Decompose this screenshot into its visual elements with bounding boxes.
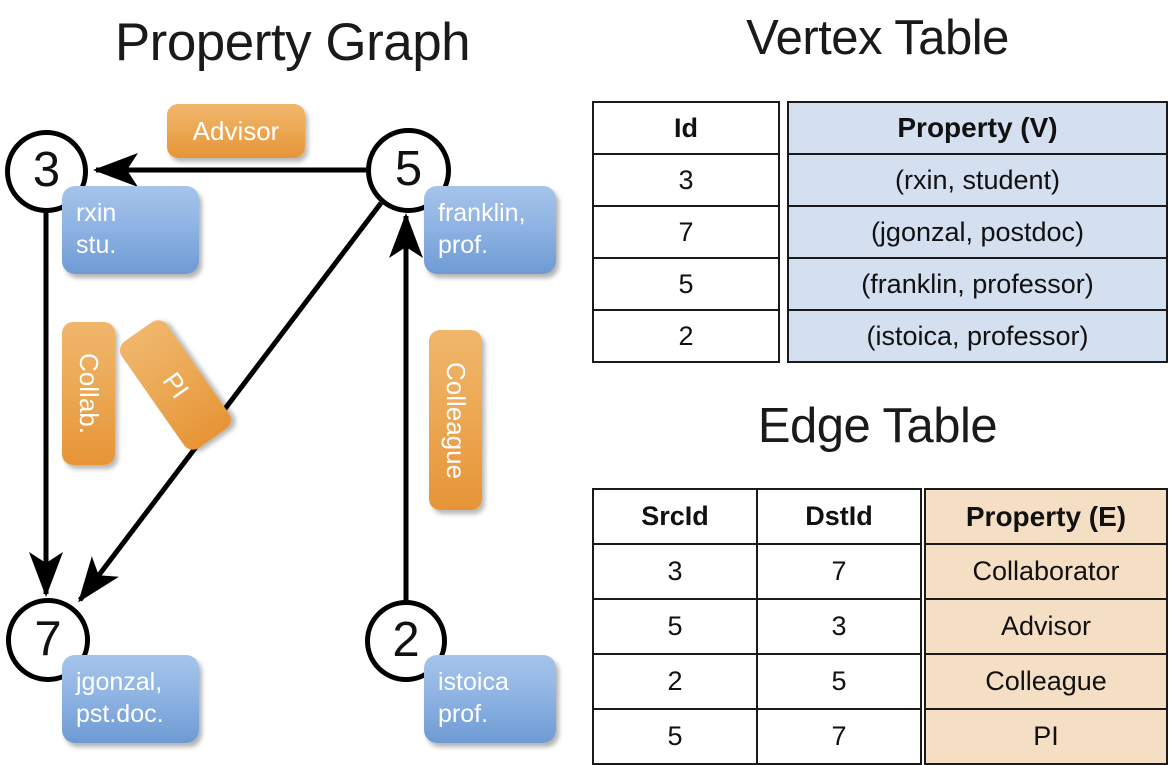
table-row: (rxin, student) bbox=[787, 153, 1168, 207]
graph-node-5-property-line-2: prof. bbox=[438, 231, 489, 259]
graph-node-3-property-box: rxin stu. bbox=[62, 186, 199, 274]
table-row: 5 bbox=[592, 257, 780, 311]
table-header-row: Property (V) bbox=[787, 101, 1168, 155]
edge-table-cell-property: Colleague bbox=[924, 653, 1168, 710]
vertex-table-cell-property: (jgonzal, postdoc) bbox=[787, 205, 1168, 259]
property-graph-diagram: 3 rxin stu. 5 franklin, prof. 7 jgonzal,… bbox=[0, 0, 585, 760]
graph-node-2[interactable]: 2 bbox=[365, 600, 447, 682]
graph-node-7-property-line-2: pst.doc. bbox=[76, 700, 164, 728]
edge-table-cell-property: Advisor bbox=[924, 598, 1168, 655]
vertex-table-cell-id: 7 bbox=[592, 205, 780, 259]
table-row: Colleague bbox=[924, 653, 1168, 710]
table-row: Advisor bbox=[924, 598, 1168, 655]
edge-table-header-dstid: DstId bbox=[756, 488, 922, 545]
table-header-row: SrcId DstId bbox=[592, 488, 922, 545]
vertex-table-id-column: Id 3 7 5 2 bbox=[592, 101, 780, 363]
edge-table-cell-dstid: 5 bbox=[756, 653, 922, 710]
graph-node-7-label: 7 bbox=[34, 611, 62, 666]
page-title-vertex-table: Vertex Table bbox=[746, 11, 1009, 65]
vertex-table-cell-id: 2 bbox=[592, 309, 780, 363]
graph-node-2-property-box: istoica prof. bbox=[424, 655, 556, 743]
table-row: PI bbox=[924, 708, 1168, 765]
edge-label-advisor: Advisor bbox=[167, 104, 305, 158]
table-row: 2 bbox=[592, 309, 780, 363]
vertex-table-property-column: Property (V) (rxin, student) (jgonzal, p… bbox=[787, 101, 1168, 363]
page-title-property-graph: Property Graph bbox=[114, 13, 471, 72]
table-row: (franklin, professor) bbox=[787, 257, 1168, 311]
edge-table-header-property: Property (E) bbox=[924, 488, 1168, 545]
edge-label-collab-text: Collab. bbox=[74, 353, 104, 434]
graph-node-2-property-line-1: istoica bbox=[438, 668, 509, 696]
edge-label-advisor-text: Advisor bbox=[192, 115, 280, 146]
edge-table-cell-srcid: 3 bbox=[592, 543, 758, 600]
graph-node-7-property-line-1: jgonzal, bbox=[76, 668, 163, 696]
graph-node-2-property-line-2: prof. bbox=[438, 700, 489, 728]
edge-table-cell-dstid: 7 bbox=[756, 708, 922, 765]
graph-node-3-property-line-1: rxin bbox=[76, 199, 117, 227]
edge-label-pi-text: PI bbox=[156, 366, 196, 404]
vertex-table-cell-id: 3 bbox=[592, 153, 780, 207]
edge-table-cell-srcid: 2 bbox=[592, 653, 758, 710]
table-header-row: Property (E) bbox=[924, 488, 1168, 545]
edge-table-cell-dstid: 3 bbox=[756, 598, 922, 655]
graph-node-2-label: 2 bbox=[392, 612, 420, 667]
graph-node-3-property-line-2: stu. bbox=[76, 231, 117, 259]
graph-node-5-property-box: franklin, prof. bbox=[424, 186, 556, 274]
table-row: (istoica, professor) bbox=[787, 309, 1168, 363]
table-row: 7 bbox=[592, 205, 780, 259]
table-row: 2 5 bbox=[592, 653, 922, 710]
table-row: 5 3 bbox=[592, 598, 922, 655]
edge-table-cell-srcid: 5 bbox=[592, 598, 758, 655]
edge-label-collab: Collab. bbox=[62, 322, 115, 465]
vertex-table-cell-property: (rxin, student) bbox=[787, 153, 1168, 207]
vertex-table-cell-property: (istoica, professor) bbox=[787, 309, 1168, 363]
edge-label-colleague: Colleague bbox=[429, 330, 482, 510]
edge-table-header-srcid: SrcId bbox=[592, 488, 758, 545]
vertex-table-header-id: Id bbox=[592, 101, 780, 155]
edge-table-cell-dstid: 7 bbox=[756, 543, 922, 600]
vertex-table-header-property: Property (V) bbox=[787, 101, 1168, 155]
graph-node-5-label: 5 bbox=[394, 142, 423, 196]
edge-table-cell-srcid: 5 bbox=[592, 708, 758, 765]
vertex-table-cell-id: 5 bbox=[592, 257, 780, 311]
edge-table-id-columns: SrcId DstId 3 7 5 3 2 5 5 7 bbox=[592, 488, 922, 765]
graph-node-7-property-box: jgonzal, pst.doc. bbox=[62, 655, 199, 743]
graph-edges-layer bbox=[29, 153, 423, 603]
table-row: 5 7 bbox=[592, 708, 922, 765]
edge-table-cell-property: PI bbox=[924, 708, 1168, 765]
table-row: Collaborator bbox=[924, 543, 1168, 600]
graph-node-5-property-line-1: franklin, bbox=[438, 199, 526, 227]
table-row: (jgonzal, postdoc) bbox=[787, 205, 1168, 259]
table-row: 3 7 bbox=[592, 543, 922, 600]
table-row: 3 bbox=[592, 153, 780, 207]
vertex-table-cell-property: (franklin, professor) bbox=[787, 257, 1168, 311]
graph-node-3-label: 3 bbox=[32, 143, 61, 197]
edge-table-property-column: Property (E) Collaborator Advisor Collea… bbox=[924, 488, 1168, 765]
graph-node-5[interactable]: 5 bbox=[366, 128, 451, 213]
edge-label-colleague-text: Colleague bbox=[441, 361, 471, 479]
edge-table-cell-property: Collaborator bbox=[924, 543, 1168, 600]
page-title-edge-table: Edge Table bbox=[757, 399, 998, 453]
table-header-row: Id bbox=[592, 101, 780, 155]
edge-line-pi bbox=[78, 201, 383, 603]
